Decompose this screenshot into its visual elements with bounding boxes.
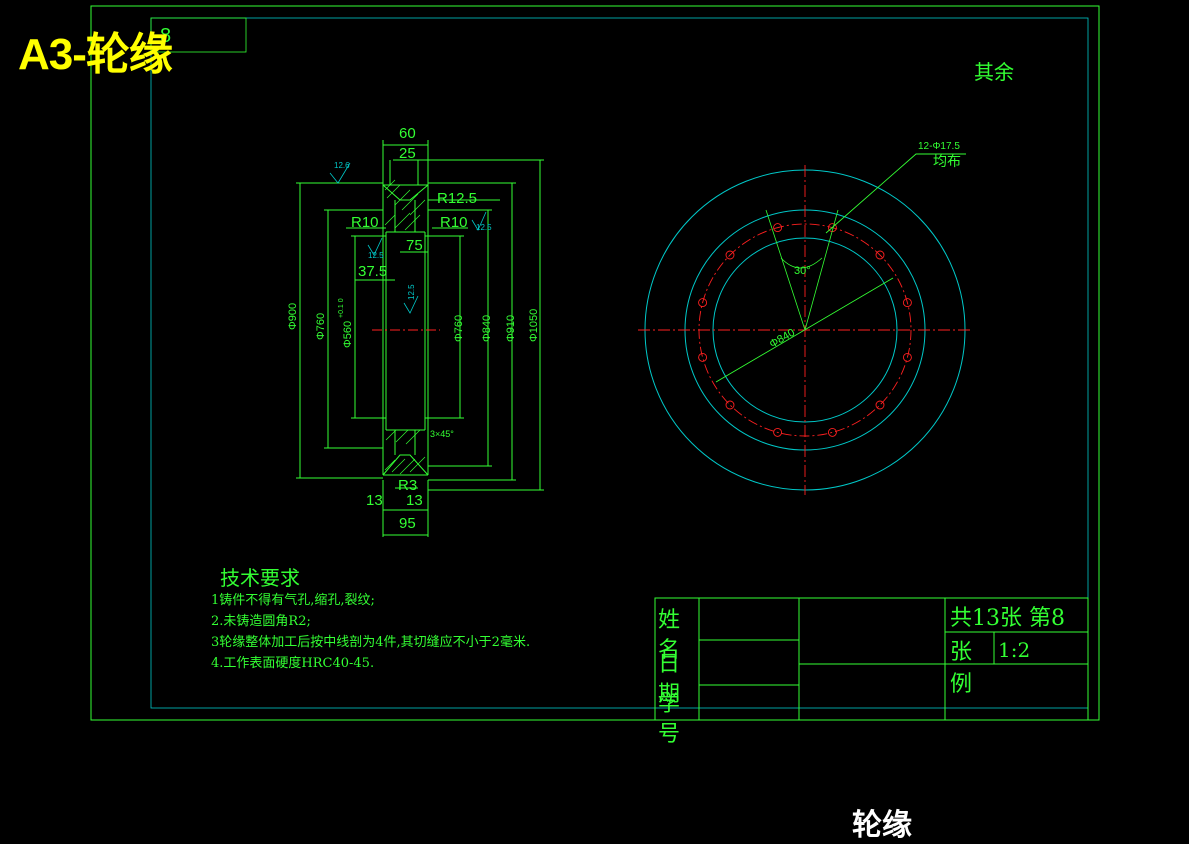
dim-dia-760-left: Φ760 (315, 313, 327, 340)
angle-arc (780, 257, 823, 269)
dim-r10-right: R10 (440, 214, 468, 231)
dim-r3: R3 (398, 477, 417, 494)
dim-dia-760-right: Φ760 (453, 315, 465, 342)
bolt-hole (773, 223, 783, 233)
roughness-value: 12.5 (476, 223, 492, 232)
dim-95: 95 (399, 515, 416, 532)
dim-dia-910: Φ910 (505, 315, 517, 342)
front-view-labels: 12-Φ17.5 均布 30° Φ840 (768, 141, 962, 351)
dim-chamfer: 3×45° (430, 429, 454, 439)
tech-requirement-item: 4.工作表面硬度HRC40-45. (211, 656, 375, 671)
bolt-hole (698, 352, 708, 362)
bolt-hole (725, 250, 735, 260)
hole-leader (825, 153, 966, 234)
bolt-hole (773, 427, 783, 437)
dim-r12-5: R12.5 (437, 190, 477, 207)
bolt-hole (698, 298, 708, 308)
hole-note: 12-Φ17.5 (918, 141, 960, 152)
tb-date-label: 日期 (658, 652, 681, 707)
dim-dia-1050: Φ1050 (528, 309, 540, 342)
roughness-corner-note: 其余 (974, 60, 1014, 84)
roughness-symbols (329, 162, 487, 314)
tb-scale-label-1: 张 (950, 640, 973, 665)
corner-box (150, 17, 247, 53)
dim-dia-560: Φ560 (342, 321, 354, 348)
bolt-hole (725, 400, 735, 410)
angle-label: 30° (794, 265, 811, 277)
roughness-values: 12.6 12.5 12.5 12.5 (334, 161, 492, 300)
tech-requirement-item: 3轮缘整体加工后按中线剖为4件,其切缝应不小于2毫米. (211, 635, 531, 650)
dim-dia-840: Φ840 (481, 315, 493, 342)
angle-line-right (804, 209, 839, 331)
dim-37-5: 37.5 (358, 263, 387, 280)
inner-frame (150, 17, 1089, 709)
corner-mark: 8 (160, 25, 171, 47)
dim-r10-left: R10 (351, 214, 379, 231)
tb-sheet-info: 共13张 第8 (950, 606, 1065, 631)
tb-scale-value: 1:2 (998, 638, 1031, 662)
roughness-value: 12.5 (368, 251, 384, 260)
tb-name-label: 姓名 (658, 608, 681, 663)
bolt-hole (827, 427, 837, 437)
dim-60: 60 (399, 125, 416, 142)
tb-id-label: 学号 (658, 692, 681, 747)
bolt-hole (875, 400, 885, 410)
front-view (638, 153, 972, 495)
dim-75: 75 (406, 237, 423, 254)
section-view (296, 140, 544, 537)
tech-requirements-list: 1铸件不得有气孔,缩孔,裂纹; 2.未铸造圆角R2; 3轮缘整体加工后按中线剖为… (211, 590, 530, 674)
page-title: A3-轮缘 (18, 30, 173, 79)
section-dimensions: 60 25 R12.5 R10 R10 75 37.5 R3 13 13 95 … (287, 125, 540, 532)
tech-requirement-item: 1铸件不得有气孔,缩孔,裂纹; (211, 593, 375, 608)
dim-13-right: 13 (406, 492, 423, 509)
roughness-value: 12.5 (407, 284, 416, 300)
pcd-line (715, 277, 894, 383)
tech-requirements-title: 技术要求 (220, 566, 300, 590)
tech-requirement-item: 2.未铸造圆角R2; (211, 614, 311, 629)
dim-25: 25 (399, 145, 416, 162)
outer-frame (90, 5, 1100, 721)
dim-tolerance: +0.1 0 (338, 298, 345, 318)
hole-note-2: 均布 (933, 153, 961, 169)
roughness-value: 12.6 (334, 161, 350, 170)
bolt-hole (875, 250, 885, 260)
drawing-title: 轮缘 (852, 808, 912, 843)
dim-13-left: 13 (366, 492, 383, 509)
bolt-hole (902, 298, 912, 308)
angle-line-left (765, 209, 806, 331)
tb-scale-label-2: 例 (950, 672, 973, 697)
title-block-grid (654, 597, 1089, 721)
bolt-hole (902, 352, 912, 362)
dim-dia-900: Φ900 (287, 303, 299, 330)
